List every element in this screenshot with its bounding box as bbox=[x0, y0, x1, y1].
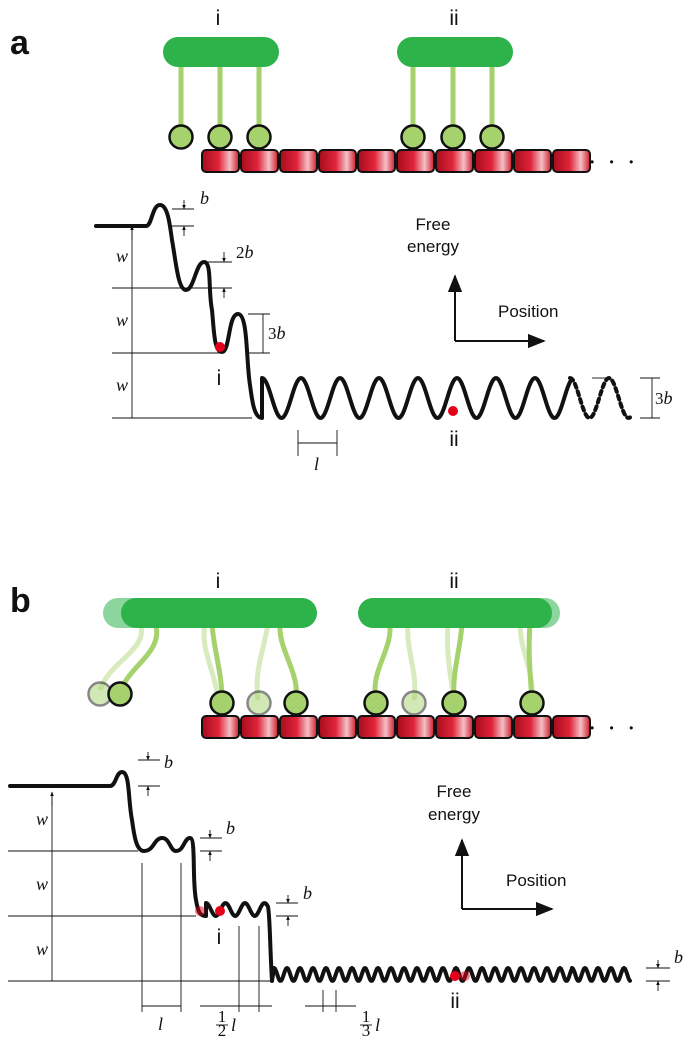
track-a bbox=[201, 149, 591, 173]
dim-w-3-b: w bbox=[36, 939, 48, 959]
dim-w-2-a: w bbox=[116, 310, 128, 330]
stalks-b bbox=[97, 621, 535, 701]
dim-b-2-b: b bbox=[226, 818, 235, 838]
track-segment bbox=[513, 149, 552, 173]
complex-label-ii: ii bbox=[449, 7, 458, 30]
energy-landscape-b-continuation bbox=[570, 966, 632, 983]
state-marker-i-b bbox=[215, 906, 225, 916]
dim-w-1-b: w bbox=[36, 809, 48, 829]
axis-y-label-b-1: Free bbox=[437, 782, 472, 801]
track-segment bbox=[513, 715, 552, 739]
complex-label-i: i bbox=[216, 7, 221, 30]
axis-y-label-a-1: Free bbox=[416, 215, 451, 234]
state-marker-ii-ghost-b bbox=[460, 971, 470, 981]
dim-l-a: l bbox=[314, 454, 319, 474]
state-marker-ii-a bbox=[448, 406, 458, 416]
track-segment bbox=[279, 715, 318, 739]
panel-b: b i ii bbox=[8, 570, 683, 1037]
stalks-a bbox=[178, 60, 495, 126]
track-segment bbox=[201, 715, 240, 739]
svg-text:l: l bbox=[375, 1015, 380, 1035]
energy-landscape-a-continuation bbox=[568, 376, 632, 420]
svg-text:1: 1 bbox=[362, 1007, 371, 1026]
state-label-ii-b: ii bbox=[450, 990, 459, 1013]
ellipsis-b: • • • bbox=[590, 721, 639, 735]
panel-a-letter: a bbox=[10, 24, 30, 62]
track-segment bbox=[552, 149, 591, 173]
state-marker-i-a bbox=[215, 342, 225, 352]
complex-bar-i bbox=[163, 37, 279, 67]
track-segment bbox=[318, 149, 357, 173]
axis-x-label-b: Position bbox=[506, 871, 566, 890]
dim-ticks-a bbox=[130, 200, 226, 298]
axes-a: Free energy Position bbox=[407, 215, 558, 349]
dim-b-a: b bbox=[200, 188, 209, 208]
dim-b-4-b: b bbox=[674, 947, 683, 967]
track-segment bbox=[474, 715, 513, 739]
track-segment bbox=[201, 149, 240, 173]
dim-third-l-b: 1 3 l bbox=[360, 1007, 380, 1037]
beads-b bbox=[87, 681, 545, 716]
panel-a: a i ii • • • bbox=[10, 7, 673, 474]
state-marker-i-ghost-b bbox=[195, 906, 205, 916]
svg-text:l: l bbox=[231, 1015, 236, 1035]
beads-a bbox=[168, 124, 505, 150]
axes-b: Free energy Position bbox=[428, 782, 566, 917]
svg-text:1: 1 bbox=[218, 1007, 227, 1026]
state-label-ii-a: ii bbox=[449, 428, 458, 451]
energy-landscape-b bbox=[8, 770, 574, 983]
dim-b-1-b: b bbox=[164, 752, 173, 772]
complex-label-i-b: i bbox=[216, 570, 221, 593]
track-segment bbox=[435, 149, 474, 173]
dim-2b-a: 2b bbox=[236, 242, 254, 262]
dim-w-3-a: w bbox=[116, 375, 128, 395]
dim-w-1-a: w bbox=[116, 246, 128, 266]
axis-y-label-a-2: energy bbox=[407, 237, 459, 256]
dim-3b-right-a: 3b bbox=[655, 388, 673, 408]
state-label-i-b: i bbox=[217, 926, 222, 949]
state-marker-ii-b bbox=[450, 971, 460, 981]
dim-3b-a: 3b bbox=[268, 323, 286, 343]
dim-ticks-b bbox=[50, 752, 660, 991]
energy-landscape-a bbox=[94, 203, 572, 420]
dim-w-2-b: w bbox=[36, 874, 48, 894]
svg-text:3: 3 bbox=[362, 1021, 371, 1037]
track-segment bbox=[396, 149, 435, 173]
complex-label-ii-b: ii bbox=[449, 570, 458, 593]
state-label-i-a: i bbox=[217, 367, 222, 390]
dim-l-b: l bbox=[158, 1014, 163, 1034]
dim-b-3-b: b bbox=[303, 883, 312, 903]
track-segment bbox=[279, 149, 318, 173]
complex-bar-i-b bbox=[121, 598, 317, 628]
dim-half-l-b: 1 2 l bbox=[216, 1007, 236, 1037]
axis-y-label-b-2: energy bbox=[428, 805, 480, 824]
track-segment bbox=[357, 715, 396, 739]
track-segment bbox=[396, 715, 435, 739]
track-segment bbox=[552, 715, 591, 739]
track-segment bbox=[318, 715, 357, 739]
track-segment bbox=[240, 715, 279, 739]
track-segment bbox=[474, 149, 513, 173]
panel-b-letter: b bbox=[10, 582, 31, 620]
track-segment bbox=[240, 149, 279, 173]
track-segment bbox=[357, 149, 396, 173]
complex-bar-ii-b bbox=[358, 598, 552, 628]
track-segment bbox=[435, 715, 474, 739]
svg-text:2: 2 bbox=[218, 1021, 227, 1037]
complex-bar-ii bbox=[397, 37, 513, 67]
track-b bbox=[201, 715, 591, 739]
axis-x-label-a: Position bbox=[498, 302, 558, 321]
ellipsis-a: • • • bbox=[590, 155, 639, 169]
level-lines-a bbox=[112, 208, 660, 456]
